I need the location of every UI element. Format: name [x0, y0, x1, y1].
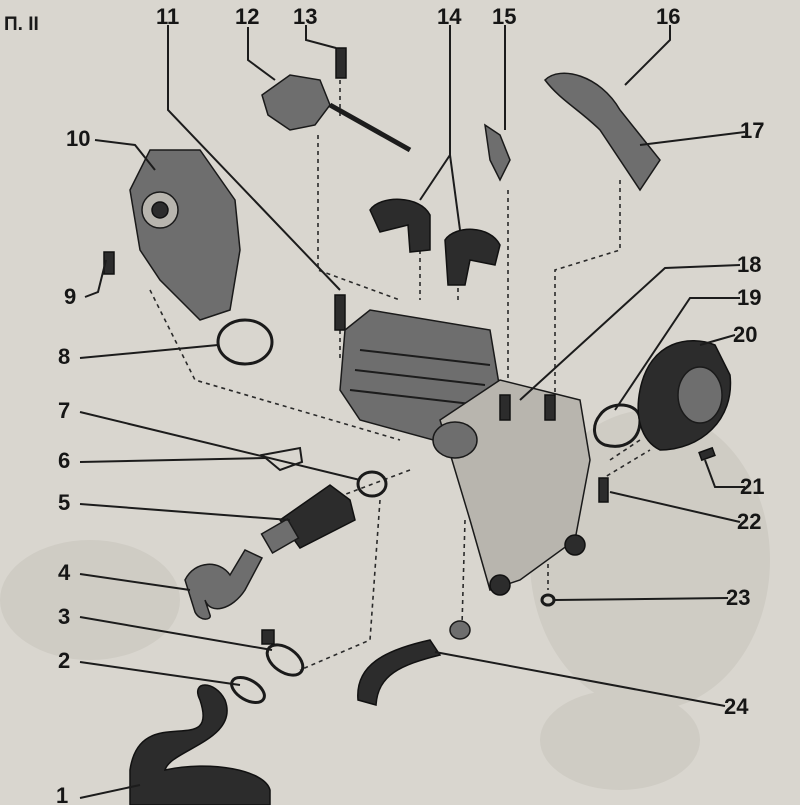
callout-10: 10: [66, 126, 90, 151]
thermostat-housing: [261, 74, 412, 153]
callout-24: 24: [724, 694, 749, 719]
callout-7: 7: [58, 398, 70, 423]
assembly-guides: [149, 80, 651, 671]
washer: [540, 593, 556, 607]
gasket: [593, 403, 642, 448]
o-ring-small: [356, 470, 388, 498]
drain-hose: [357, 620, 471, 706]
elbow-pipe-pair: [369, 198, 501, 286]
callout-1: 1: [56, 783, 68, 805]
filter-module-housing: [432, 379, 591, 596]
callout-15: 15: [492, 4, 516, 29]
sensor-connector: [260, 484, 356, 555]
callout-22: 22: [737, 509, 761, 534]
callout-11: 11: [156, 4, 179, 29]
bolt-21: [698, 446, 716, 462]
callout-21: 21: [740, 474, 764, 499]
callout-2: 2: [58, 648, 70, 673]
callout-5: 5: [58, 490, 70, 515]
o-ring-large: [216, 318, 274, 366]
temp-sender: [484, 123, 511, 182]
callout-labels: 1 2 3 4 5 6 7 8 9 10 11 12 13 14 15 16 1…: [56, 4, 764, 805]
callout-20: 20: [733, 322, 757, 347]
callout-9: 9: [64, 284, 76, 309]
elbow-hose: [184, 549, 264, 620]
bolt-center: [334, 294, 346, 331]
callout-8: 8: [58, 344, 70, 369]
callout-19: 19: [737, 285, 761, 310]
bolt-left: [103, 251, 115, 275]
bracket-pipe: [544, 72, 661, 192]
callout-3: 3: [58, 604, 70, 629]
callout-13: 13: [293, 4, 317, 29]
hose-lower: [129, 684, 271, 805]
clamp-upper: [261, 629, 305, 677]
callout-12: 12: [235, 4, 259, 29]
callout-17: 17: [740, 118, 764, 143]
callout-18: 18: [737, 252, 761, 277]
callout-6: 6: [58, 448, 70, 473]
background-bleed: [0, 410, 770, 790]
callout-14: 14: [437, 4, 462, 29]
studs: [499, 394, 556, 421]
clamp-lower: [230, 676, 266, 704]
callout-16: 16: [656, 4, 680, 29]
bolt-top: [335, 47, 347, 79]
wire-clip: [259, 446, 304, 472]
coolant-pump: [637, 340, 732, 451]
callout-4: 4: [58, 560, 71, 585]
callout-23: 23: [726, 585, 750, 610]
callout-leaders: [79, 25, 746, 799]
bolt-22: [598, 477, 609, 503]
egr-valve: [129, 149, 241, 321]
figure-caption: П. II: [4, 14, 39, 35]
